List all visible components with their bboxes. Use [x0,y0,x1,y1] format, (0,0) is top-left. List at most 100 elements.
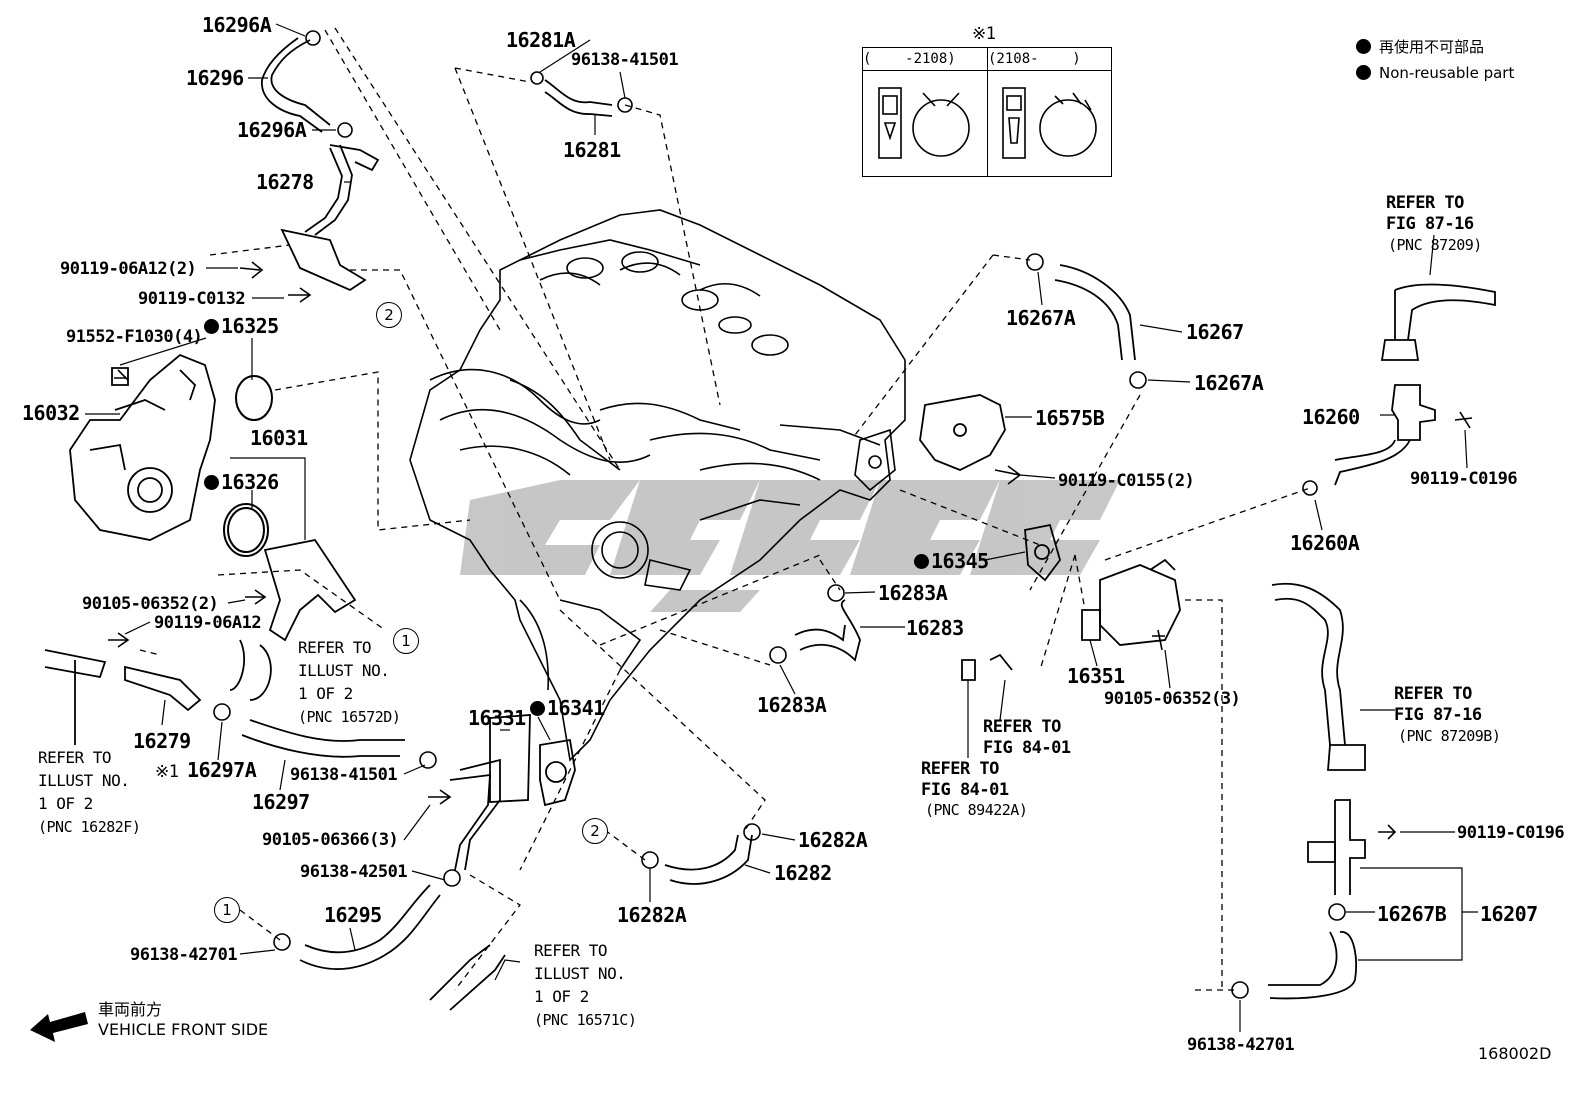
label-16279[interactable]: 16279 [133,729,191,753]
label-16207[interactable]: 16207 [1480,902,1538,926]
refer-16572D-line2[interactable]: ILLUST NO. [298,661,390,680]
refer-16282F-line1: REFER TO [38,748,112,767]
connection-marker-1: 1 [214,897,240,923]
label-16267[interactable]: 16267 [1186,320,1244,344]
label-16267A-upper[interactable]: 16267A [1006,306,1076,330]
engine-block-icon [409,209,906,762]
label-16296A-upper[interactable]: 16296A [202,13,272,37]
label-90105-06352-2[interactable]: 90105-06352(2) [82,594,219,614]
clamp-variant-table: ( -2108) (2108- ) [862,47,1112,177]
refer-16571C-line1: REFER TO [534,941,608,960]
label-90105-06352-3[interactable]: 90105-06352(3) [1104,689,1241,709]
label-96138-42701-right[interactable]: 96138-42701 [1187,1035,1295,1055]
connection-marker-2: 2 [376,302,402,328]
refer-16282F-line2[interactable]: ILLUST NO. [38,771,130,790]
refer-87209-pnc: (PNC 87209) [1388,236,1482,254]
water-pump-icon [69,353,216,541]
label-90119-C0196-lower[interactable]: 90119-C0196 [1457,823,1565,843]
label-16325[interactable]: 16325 [204,315,279,337]
inset-divider [987,70,988,176]
inset-col1-header: ( -2108) [863,48,988,71]
label-16032[interactable]: 16032 [22,401,80,425]
refer-16571C-line2[interactable]: ILLUST NO. [534,964,626,983]
label-16281[interactable]: 16281 [563,138,621,162]
label-16282[interactable]: 16282 [774,861,832,885]
label-96138-41501-bottom[interactable]: 96138-41501 [290,765,398,785]
solid-leaders [85,23,1478,1032]
refer-8401b-line2[interactable]: FIG 84-01 [921,780,1009,800]
label-16295[interactable]: 16295 [324,903,382,927]
legend-jp: 再使用不可部品 [1356,38,1484,57]
refer-16571C-pnc: (PNC 16571C) [534,1011,637,1029]
clamp-variants-icon [878,87,1097,159]
arrow-left-icon [30,1012,88,1042]
label-16282A-upper[interactable]: 16282A [798,828,868,852]
refer-16572D-line1: REFER TO [298,638,372,657]
label-90119-C0132[interactable]: 90119-C0132 [138,289,246,309]
hose-icon [44,37,1496,1011]
label-16345[interactable]: 16345 [914,550,989,572]
label-16281A[interactable]: 16281A [506,28,576,52]
refer-87209-line2[interactable]: FIG 87-16 [1386,214,1474,234]
refer-16571C-line3: 1 OF 2 [534,987,589,1006]
label-16575B[interactable]: 16575B [1035,406,1105,430]
refer-8401b-line1: REFER TO [921,759,999,779]
label-16297A[interactable]: 16297A [187,758,257,782]
vehicle-front-indicator: 車両前方 VEHICLE FRONT SIDE [98,1000,268,1040]
label-16031[interactable]: 16031 [250,426,308,450]
label-16260A[interactable]: 16260A [1290,531,1360,555]
refer-87209B-line2[interactable]: FIG 87-16 [1394,705,1482,725]
refer-16572D-line3: 1 OF 2 [298,684,353,703]
label-90119-06A12-2[interactable]: 90119-06A12(2) [60,259,197,279]
label-16267A-lower[interactable]: 16267A [1194,371,1264,395]
refer-16572D-pnc: (PNC 16572D) [298,708,401,726]
front-label-jp: 車両前方 [98,1000,163,1019]
label-16283[interactable]: 16283 [906,616,964,640]
legend-en-text: Non-reusable part [1379,64,1515,82]
figure-code: 168002D [1478,1044,1552,1063]
label-96138-42501[interactable]: 96138-42501 [300,862,408,882]
gasket-icon [223,375,273,557]
refer-87209-line1: REFER TO [1386,193,1464,213]
refer-87209B-line1: REFER TO [1394,684,1472,704]
mark-1: ※1 [155,762,179,782]
label-16326[interactable]: 16326 [204,471,279,493]
label-16283A-lower[interactable]: 16283A [757,693,827,717]
label-91552-F1030[interactable]: 91552-F1030(4) [66,327,203,347]
bolt-icon [108,261,1473,840]
label-16278[interactable]: 16278 [256,170,314,194]
label-16267B[interactable]: 16267B [1377,902,1447,926]
refer-87209B-pnc: (PNC 87209B) [1398,727,1501,745]
non-reusable-bullet-icon [1356,39,1371,54]
label-90119-C0155[interactable]: 90119-C0155(2) [1058,471,1195,491]
inset-mark: ※1 [972,24,996,44]
refer-8401a-line2[interactable]: FIG 84-01 [983,738,1071,758]
label-90105-06366[interactable]: 90105-06366(3) [262,830,399,850]
label-16331[interactable]: 16331 [468,706,526,730]
label-96138-42701-left[interactable]: 96138-42701 [130,945,238,965]
legend-jp-text: 再使用不可部品 [1379,38,1485,56]
refer-8401b-pnc: (PNC 89422A) [925,801,1028,819]
refer-8401a-line1: REFER TO [983,717,1061,737]
connection-marker-1: 1 [393,628,419,654]
non-reusable-bullet-icon [1356,65,1371,80]
label-16260[interactable]: 16260 [1302,405,1360,429]
front-label-en: VEHICLE FRONT SIDE [98,1020,269,1039]
watermark [440,460,1130,620]
label-16283A-upper[interactable]: 16283A [878,581,948,605]
label-90119-C0196-upper[interactable]: 90119-C0196 [1410,469,1518,489]
label-16296[interactable]: 16296 [186,66,244,90]
label-90119-06A12[interactable]: 90119-06A12 [154,613,262,633]
dashed-leaders [139,27,1311,991]
connection-marker-2: 2 [582,818,608,844]
label-16297[interactable]: 16297 [252,790,310,814]
label-16282A-lower[interactable]: 16282A [617,903,687,927]
inset-col2-header: (2108- ) [988,48,1111,71]
label-96138-41501-top[interactable]: 96138-41501 [571,50,679,70]
label-16351[interactable]: 16351 [1067,664,1125,688]
label-16341[interactable]: 16341 [530,697,605,719]
legend-en: Non-reusable part [1356,64,1514,83]
label-16296A-lower[interactable]: 16296A [237,118,307,142]
